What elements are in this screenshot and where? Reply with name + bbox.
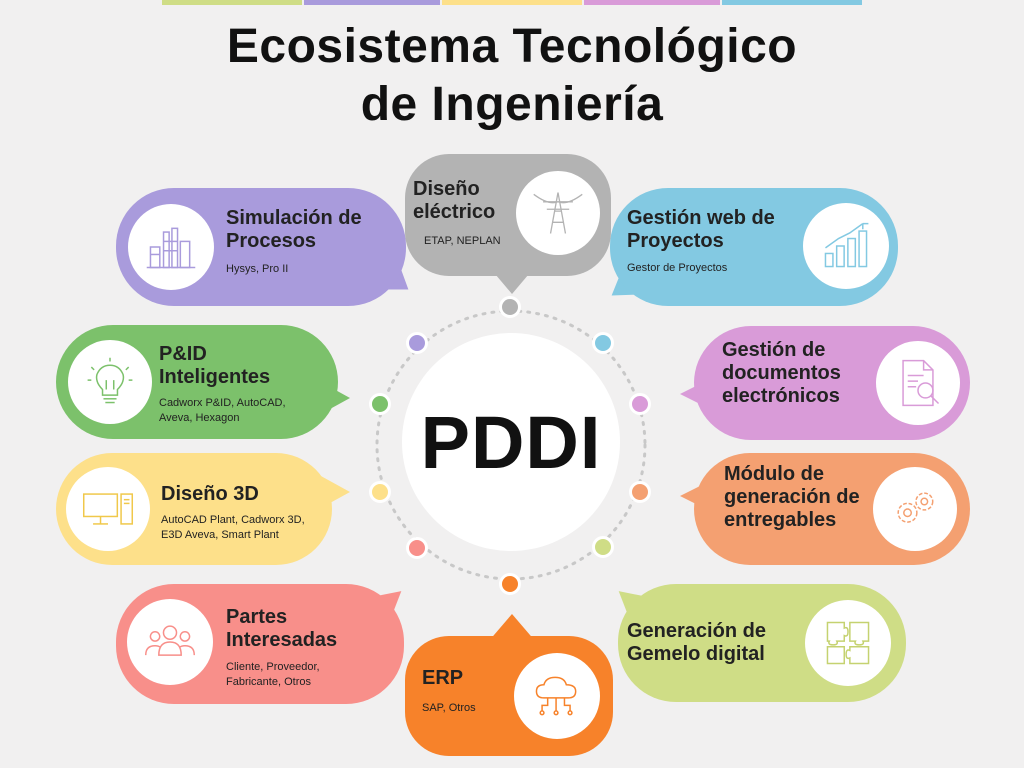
page-title-line2: de Ingeniería [360, 78, 664, 131]
diseno3d-sub: AutoCAD Plant, Cadworx 3D, E3D Aveva, Sm… [161, 514, 305, 541]
erp-sub: SAP, Otros [422, 702, 476, 714]
orbit-dot-orange [499, 573, 521, 595]
cloud-network-icon [514, 653, 600, 739]
puzzle-icon [805, 600, 891, 686]
orbit-dot-blue [592, 332, 614, 354]
center-hub[interactable]: PDDI [402, 333, 620, 551]
page-title-line1: Ecosistema Tecnológico [226, 20, 798, 73]
gears-icon [873, 467, 957, 551]
people-icon [127, 599, 213, 685]
simulacion-title: Simulación de Procesos [226, 207, 362, 252]
gemelo-title: Generación de Gemelo digital [627, 620, 766, 665]
orbit-dot-gray [499, 296, 521, 318]
gestion-web-sub: Gestor de Proyectos [627, 262, 728, 274]
pid-title: P&ID Inteligentes [159, 343, 271, 388]
orbit-dot-lime [592, 536, 614, 558]
growth-chart-icon [803, 203, 889, 289]
documentos-title: Gestión de documentos electrónicos [722, 339, 841, 407]
top-stripe-blue [722, 0, 862, 5]
diseno3d-title: Diseño 3D [161, 483, 259, 505]
lightbulb-icon [68, 340, 152, 424]
erp-title: ERP [422, 667, 464, 689]
electrico-title: Diseño eléctrico [413, 178, 496, 223]
top-stripe-pink [584, 0, 720, 5]
orbit-dot-green [369, 393, 391, 415]
top-stripe-green [162, 0, 302, 5]
top-stripe-purple [304, 0, 440, 5]
partes-title: Partes Interesadas [226, 606, 338, 651]
entregables-title: Módulo de generación de entregables [724, 463, 860, 531]
top-stripe-yellow [442, 0, 582, 5]
center-label: PDDI [420, 400, 602, 484]
partes-sub: Cliente, Proveedor, Fabricante, Otros [226, 661, 320, 688]
power-tower-icon [516, 171, 600, 255]
document-search-icon [876, 341, 960, 425]
orbit-dot-pink [629, 393, 651, 415]
orbit-dot-red [406, 537, 428, 559]
electrico-sub: ETAP, NEPLAN [424, 235, 501, 247]
orbit-dot-orange-light [629, 481, 651, 503]
refinery-icon [128, 204, 214, 290]
pid-sub: Cadworx P&ID, AutoCAD, Aveva, Hexagon [159, 397, 286, 424]
gestion-web-title: Gestión web de Proyectos [627, 207, 775, 252]
computer-icon [66, 467, 150, 551]
orbit-dot-purple [406, 332, 428, 354]
simulacion-sub: Hysys, Pro II [226, 263, 289, 275]
orbit-dot-yellow [369, 481, 391, 503]
